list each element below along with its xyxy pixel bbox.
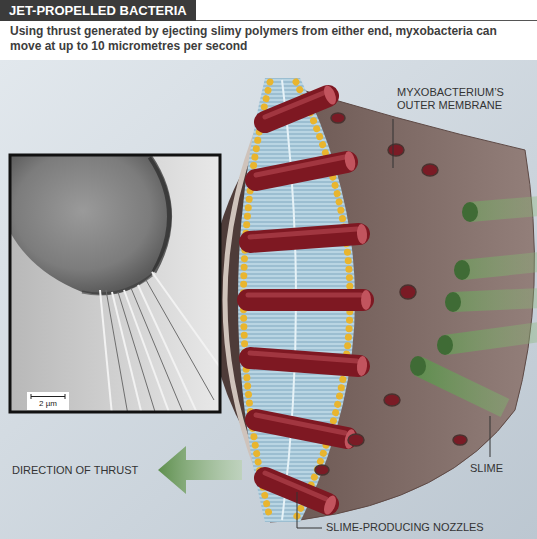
nozzle	[265, 96, 328, 122]
subtitle: Using thrust generated by ejecting slimy…	[10, 24, 527, 54]
nozzle-highlight	[250, 353, 357, 361]
nozzle-highlight	[248, 293, 361, 298]
scale-bar	[31, 394, 65, 399]
micrograph-streak	[124, 290, 170, 412]
pore	[388, 144, 404, 156]
nozzle-highlight	[250, 229, 357, 237]
leader-line	[490, 416, 491, 457]
nozzle-highlight	[256, 415, 345, 433]
slime-strand	[470, 206, 537, 212]
slime-opening	[437, 335, 453, 355]
part-label: MYXOBACTERIUM’S OUTER MEMBRANE	[397, 86, 519, 112]
slime-strand	[462, 262, 537, 270]
thrust-arrow	[158, 446, 242, 494]
slime-opening	[410, 356, 426, 376]
pore-group	[315, 113, 467, 475]
pore	[348, 434, 364, 446]
micrograph-streak	[138, 285, 198, 412]
micrograph-cell-edge	[150, 157, 170, 272]
nozzle-highlight	[256, 157, 345, 175]
slime-strand	[418, 366, 505, 408]
nozzle-opening	[356, 356, 367, 377]
micrograph-cell	[10, 155, 172, 295]
slime-strand	[453, 298, 537, 302]
micrograph-streak	[100, 290, 112, 412]
pore	[400, 285, 416, 299]
nozzle	[248, 289, 363, 311]
scale-label: 2 µm	[27, 399, 69, 409]
title-banner: JET-PROPELLED BACTERIA	[0, 0, 196, 21]
micrograph-streak	[112, 292, 142, 412]
micrograph-streak	[146, 280, 214, 400]
slime-opening	[462, 202, 478, 222]
background-panel	[0, 60, 537, 539]
pore	[422, 164, 438, 176]
scale-box	[27, 392, 69, 410]
slime-strand	[445, 332, 537, 345]
micrograph-ground	[10, 155, 220, 412]
bracket-line	[297, 492, 322, 528]
pore	[453, 435, 467, 445]
part-label: DIRECTION OF THRUST	[12, 464, 138, 477]
pore	[315, 465, 329, 475]
nozzle-highlight	[265, 92, 326, 117]
nozzle-opening	[322, 84, 339, 106]
micrograph	[10, 155, 220, 412]
slime-opening	[454, 260, 470, 280]
pore	[331, 113, 345, 123]
nozzle-opening	[361, 290, 371, 310]
nozzle-opening	[322, 494, 339, 516]
micrograph-frame	[10, 155, 220, 412]
micrograph-streak	[152, 272, 220, 370]
nozzle-group	[248, 84, 371, 516]
pore	[384, 394, 400, 406]
nozzle-highlight	[265, 473, 326, 499]
leader-line	[393, 119, 394, 168]
nozzle-opening	[343, 150, 357, 172]
slime-opening	[445, 292, 461, 312]
slime-group	[410, 202, 537, 408]
nozzle-opening	[356, 224, 367, 245]
part-label: SLIME-PRODUCING NOZZLES	[326, 521, 484, 534]
part-label: SLIME	[470, 462, 503, 475]
